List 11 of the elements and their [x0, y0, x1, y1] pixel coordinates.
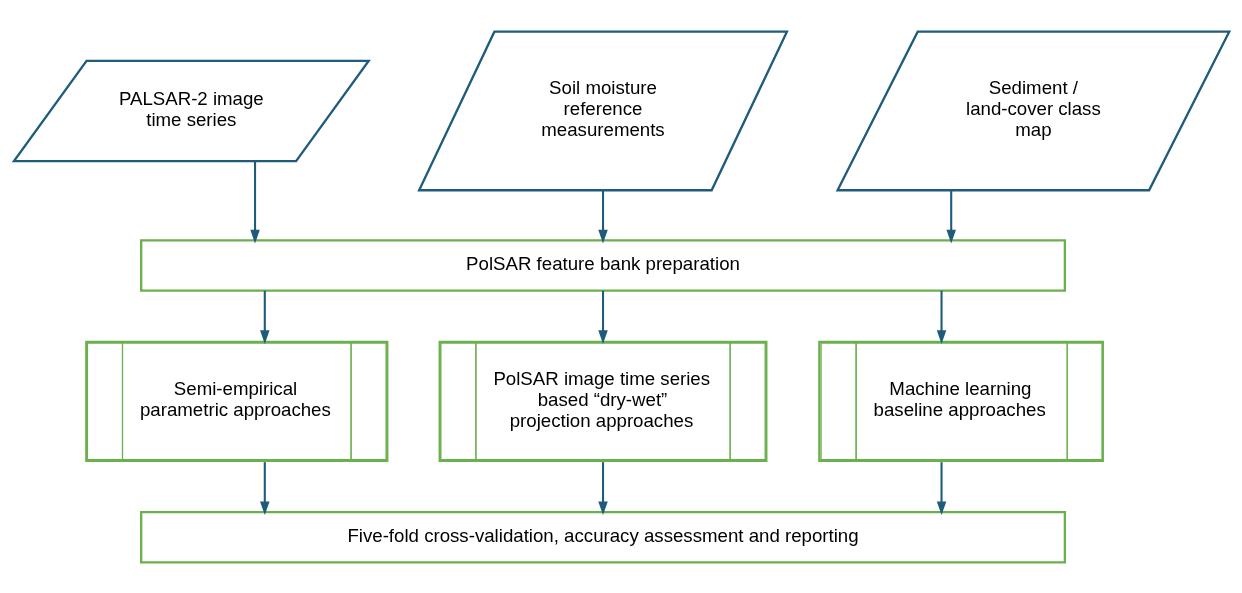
arrow: [259, 461, 270, 515]
arrow: [936, 461, 946, 515]
arrow: [249, 160, 260, 243]
node-box: PolSAR feature bank preparation: [139, 238, 1066, 292]
arrow: [597, 290, 608, 344]
node-box: Five-fold cross-validation, accuracy assessment and reporting: [139, 510, 1066, 563]
arrow: [945, 190, 956, 243]
arrow: [936, 290, 946, 344]
arrow: [597, 190, 608, 243]
arrow: [259, 290, 270, 344]
arrow: [597, 461, 608, 515]
